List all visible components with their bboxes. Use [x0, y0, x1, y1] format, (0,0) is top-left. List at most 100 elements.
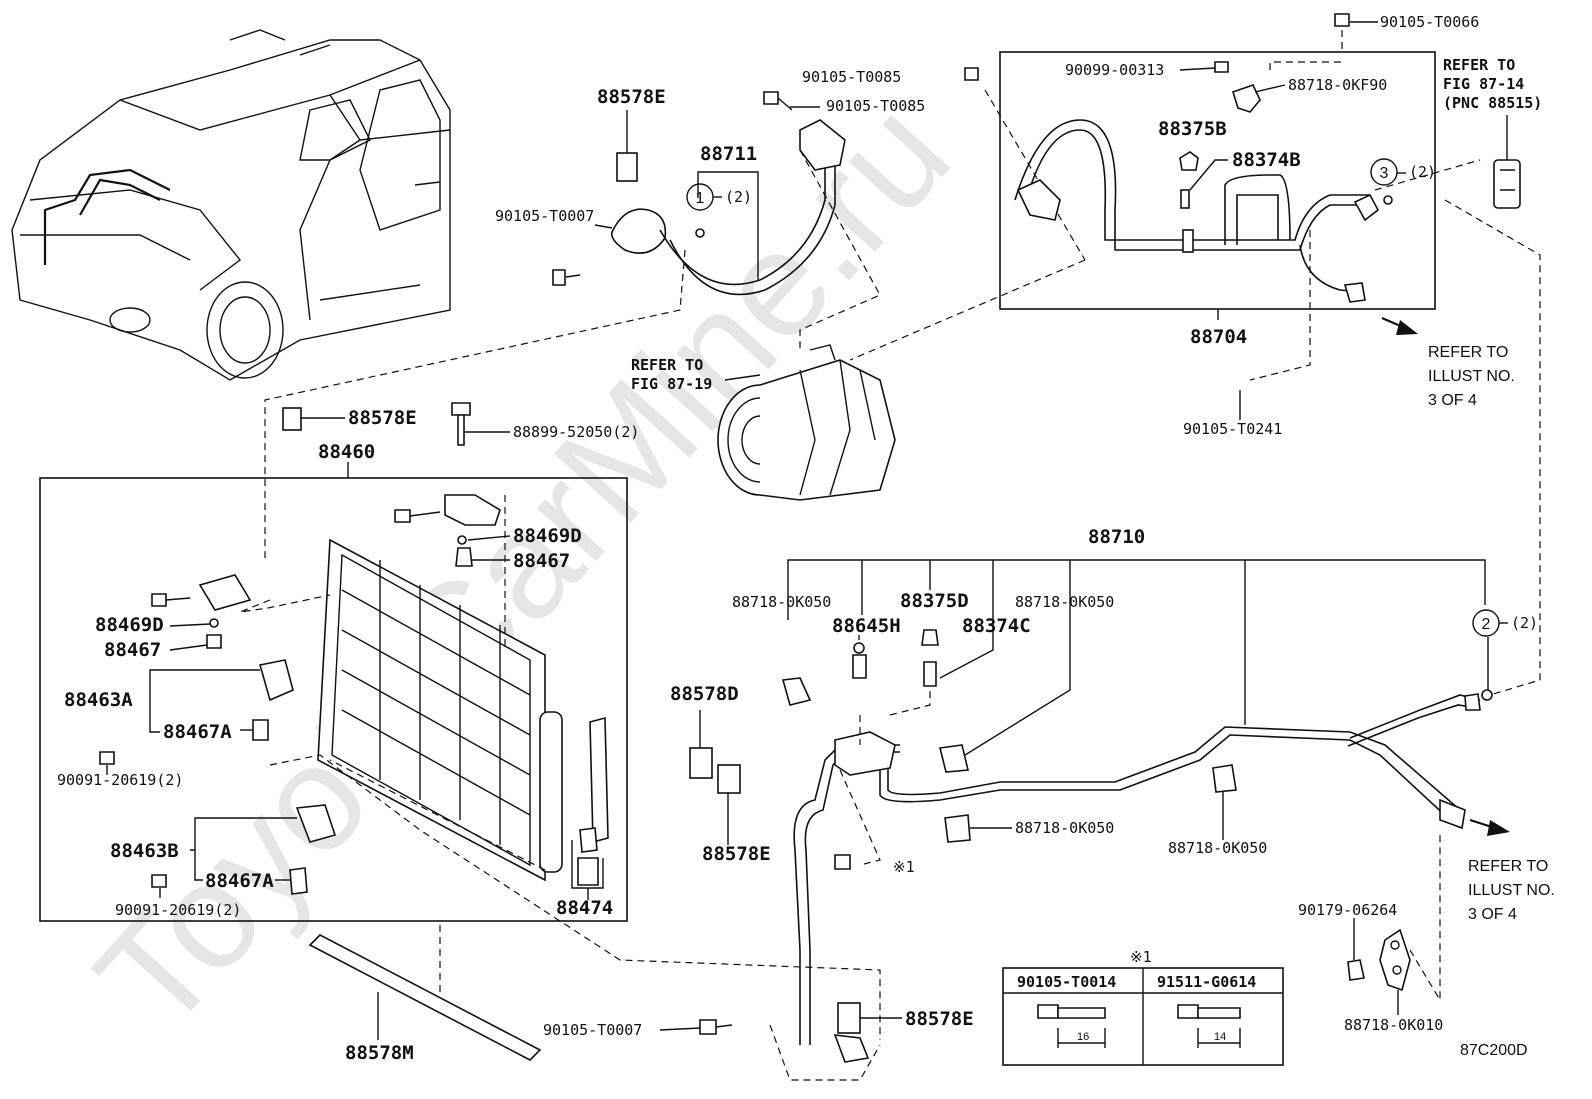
svg-text:REFER TO: REFER TO [1428, 344, 1508, 361]
dash-pipe-bolt [839, 769, 881, 866]
label-88718-0K050-c: 88718-0K050 [1015, 819, 1114, 837]
legend-dim-2: 14 [1214, 1031, 1226, 1043]
leader-88463B-b [194, 850, 203, 881]
hose-88711-assembly [552, 91, 846, 296]
label-note1-bolt: ※1 [893, 858, 915, 876]
dash-hose-to-compressor [799, 149, 881, 350]
block-88578E-low [717, 764, 741, 794]
label-88711: 88711 [700, 143, 757, 165]
label-88718-0K010: 88718-0K010 [1344, 1016, 1443, 1034]
expansion-valve [1493, 115, 1521, 209]
svg-text:3 OF 4: 3 OF 4 [1428, 392, 1477, 409]
block-88578D [689, 747, 713, 779]
label-88467A-b: 88467A [205, 870, 274, 892]
label-90105-T0085-a: 90105-T0085 [802, 68, 901, 86]
pipe-88710-assembly [699, 629, 1493, 1063]
label-88463A: 88463A [64, 689, 133, 711]
svg-text:REFER TO: REFER TO [1468, 858, 1548, 875]
label-88578M: 88578M [345, 1042, 414, 1064]
callout-1: 1 (2) [686, 183, 752, 211]
svg-text:(PNC 88515): (PNC 88515) [1443, 94, 1542, 112]
label-90105-T0085-b: 90105-T0085 [826, 97, 925, 115]
dash-right-side [1444, 199, 1541, 696]
refer-fig-87-19: REFER TO FIG 87-19 [631, 356, 712, 393]
svg-text:3 OF 4: 3 OF 4 [1468, 906, 1517, 923]
svg-text:2: 2 [1482, 616, 1491, 633]
label-88578D: 88578D [670, 683, 739, 705]
refer-illust-top: REFER TO ILLUST NO. 3 OF 4 [1428, 344, 1515, 409]
svg-text:FIG 87-14: FIG 87-14 [1443, 75, 1524, 93]
label-88467-b: 88467 [104, 639, 161, 661]
label-90099-00313: 90099-00313 [1065, 61, 1164, 79]
legend-part-2: 91511-G0614 [1157, 973, 1256, 991]
condenser [99, 494, 609, 895]
svg-text:ILLUST NO.: ILLUST NO. [1428, 368, 1515, 385]
svg-text:1: 1 [696, 190, 705, 207]
leader-88474 [571, 840, 604, 900]
dash-88711-to-condenser [264, 249, 686, 560]
label-88469D-a: 88469D [513, 525, 582, 547]
label-88467A-a: 88467A [163, 721, 232, 743]
label-88375B: 88375B [1158, 118, 1227, 140]
label-88704: 88704 [1190, 326, 1247, 348]
svg-text:ILLUST NO.: ILLUST NO. [1468, 882, 1555, 899]
strip-88578M [308, 934, 542, 1061]
svg-text:REFER TO: REFER TO [631, 356, 703, 374]
label-90091-20619-a: 90091-20619(2) [57, 771, 183, 789]
part-labels: 88578E 88711 90105-T0007 90105-T0085 901… [57, 13, 1479, 1064]
leader-90105-T0007-top [594, 224, 613, 229]
callout-2: 2 (2) [1472, 609, 1538, 637]
leader-90099-00313 [1179, 67, 1216, 71]
label-88578E-mid: 88578E [348, 407, 417, 429]
leader-refer-87-19 [724, 374, 761, 381]
leader-88463A [149, 669, 260, 700]
label-88467-a: 88467 [513, 550, 570, 572]
dash-pipe-top [859, 690, 931, 745]
leader-88463A-b [149, 700, 160, 733]
dash-88474 [329, 759, 546, 871]
legend-part-1: 90105-T0014 [1017, 973, 1116, 991]
label-88718-0KF90: 88718-0KF90 [1288, 76, 1387, 94]
dash-condenser-bottom [269, 754, 881, 1040]
diagram-code: 87C200D [1460, 1042, 1528, 1059]
label-90179-06264: 90179-06264 [1298, 901, 1397, 919]
label-90091-20619-b: 90091-20619(2) [115, 901, 241, 919]
dash-88704-to-90105-T0241 [1249, 230, 1311, 381]
label-88374B: 88374B [1232, 149, 1301, 171]
label-88474: 88474 [556, 897, 613, 919]
dash-88704-to-compressor [849, 259, 1086, 361]
svg-text:REFER TO: REFER TO [1443, 56, 1515, 74]
vehicle-illustration [11, 29, 451, 381]
compressor [717, 344, 896, 501]
dash-right-bracket [1409, 830, 1441, 1003]
svg-text:FIG 87-19: FIG 87-19 [631, 375, 712, 393]
bracket-88710 [787, 559, 1486, 756]
label-90105-T0066: 90105-T0066 [1380, 13, 1479, 31]
leader-88711 [697, 171, 759, 280]
label-88718-0K050-b: 88718-0K050 [1015, 593, 1114, 611]
svg-text:(2): (2) [725, 188, 752, 206]
label-88645H: 88645H [832, 615, 901, 637]
clamp-88718-0K010 [1347, 928, 1411, 992]
box-88460 [39, 477, 628, 922]
label-88374C: 88374C [962, 615, 1031, 637]
leader-90105-T0007-bot [659, 1027, 701, 1031]
label-90105-T0241: 90105-T0241 [1183, 420, 1282, 438]
pipe-88704-assembly [964, 13, 1393, 303]
dash-top-bracket [1269, 61, 1345, 70]
block-88578E-bot [837, 1002, 861, 1034]
label-88375D: 88375D [900, 590, 969, 612]
label-88578E-bot: 88578E [905, 1008, 974, 1030]
label-88718-0K050-d: 88718-0K050 [1168, 839, 1267, 857]
label-88710: 88710 [1088, 526, 1145, 548]
dash-pipe-bottom [769, 1024, 881, 1081]
callout-3: 3 (2) [1370, 158, 1436, 186]
legend-marker: ※1 [1130, 948, 1152, 966]
leader-88467-b [169, 644, 208, 651]
bolt-88899 [451, 402, 471, 446]
leader-88718-0KF90 [1254, 84, 1286, 93]
svg-text:3: 3 [1380, 165, 1389, 182]
label-88469D-b: 88469D [95, 614, 164, 636]
arrow-to-illust-top [1381, 316, 1418, 335]
